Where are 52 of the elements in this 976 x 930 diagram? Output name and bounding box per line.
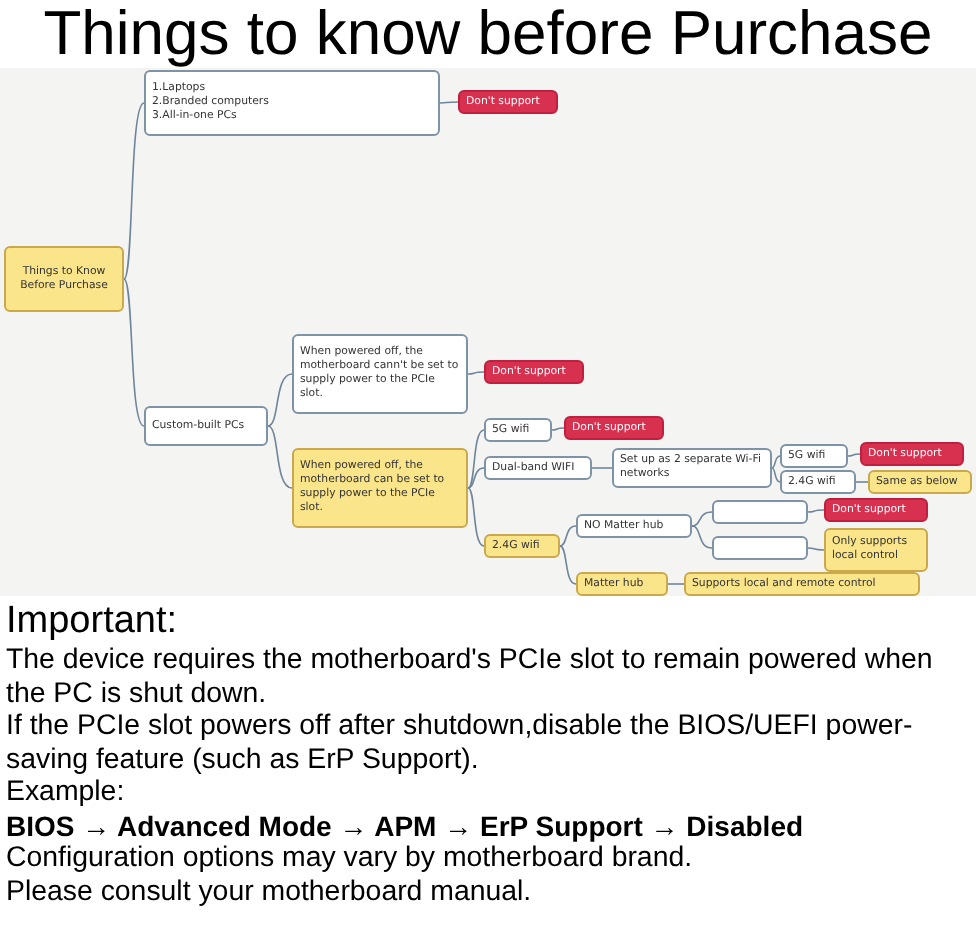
status-tag: [484, 360, 584, 384]
connector-line: [691, 511, 713, 527]
topic-box: [484, 534, 560, 558]
connector-line: [439, 101, 459, 104]
connector-line: [807, 509, 825, 513]
connector-line: [559, 525, 577, 547]
topic-box: [824, 528, 928, 572]
connector-line: [855, 481, 869, 483]
status-tag: [860, 442, 964, 466]
topic-box: [868, 470, 972, 494]
note-text: If the PCIe slot powers off after shutdown,disable the BIOS/UEFI power-saving feature (such as ErP Support).: [6, 710, 915, 776]
topic-box: [576, 514, 692, 538]
status-tag: [824, 498, 928, 522]
note-text: The device requires the motherboard's PCIe slot to remain powered when the PC is shut down.: [6, 644, 935, 710]
status-tag: [564, 416, 664, 440]
note-text: Configuration options may vary by motherboard brand.: [6, 842, 695, 875]
connector-line: [123, 278, 145, 427]
connector-line: [467, 371, 485, 375]
connector-line: [123, 102, 145, 280]
title: Things to know before Purchase: [41, 0, 935, 68]
connector-line: [467, 429, 485, 489]
topic-box: [144, 406, 268, 446]
topic-box: [292, 448, 468, 528]
topic-box: [612, 448, 772, 488]
topic-box: [292, 334, 468, 414]
note-text: Please consult your motherboard manual.: [6, 875, 534, 908]
empty-box: [712, 500, 808, 524]
topic-box: [144, 70, 440, 136]
connector-line: [771, 455, 781, 469]
topic-box: [576, 572, 668, 596]
connector-line: [667, 583, 685, 585]
connector-line: [267, 373, 293, 427]
connector-line: [467, 487, 485, 547]
heading: Important:: [6, 600, 180, 644]
connector-line: [807, 547, 825, 551]
topic-box: [780, 470, 856, 494]
connector-line: [591, 467, 613, 469]
connector-line: [467, 467, 485, 489]
connector-line: [551, 427, 565, 431]
connector-line: [267, 425, 293, 489]
settings-path: BIOS → Advanced Mode → APM → ErP Support → Disabled: [6, 809, 806, 842]
note-text: Example:: [6, 776, 127, 809]
connector-line: [847, 453, 861, 457]
topic-box: [484, 456, 592, 480]
topic-box: [684, 572, 920, 596]
connector-line: [559, 545, 577, 585]
connector-line: [691, 525, 713, 549]
topic-box: [484, 418, 552, 442]
empty-box: [712, 536, 808, 560]
topic-box: [780, 444, 848, 468]
status-tag: [458, 90, 558, 114]
topic-box: [4, 246, 124, 312]
